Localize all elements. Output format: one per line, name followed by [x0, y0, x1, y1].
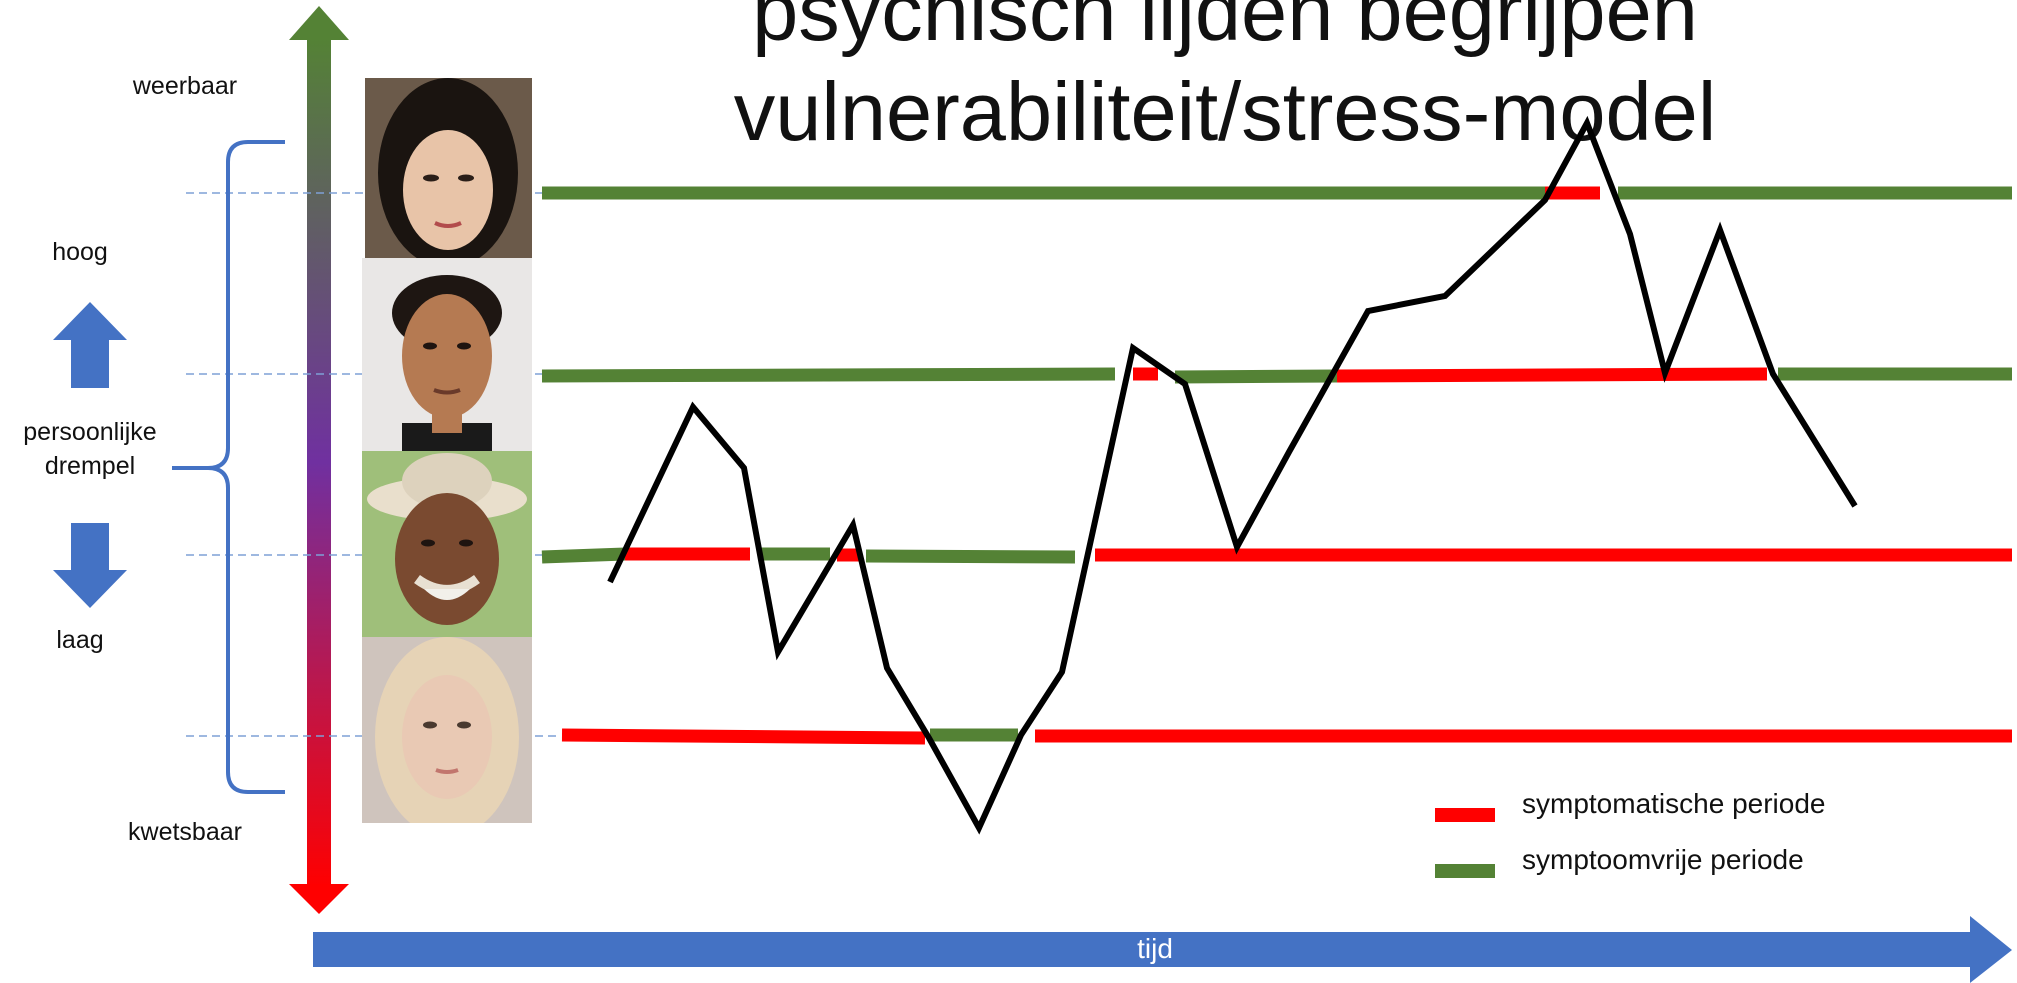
face-old-man-hat: [362, 451, 532, 637]
legend-label-symptomatic: symptomatische periode: [1522, 788, 1826, 819]
resilience-arrow-head-up: [289, 6, 349, 40]
left-eye: [423, 721, 437, 729]
row2-symptom-free-segment: [541, 367, 1116, 383]
left-eye: [421, 539, 435, 547]
label-vulnerable: kwetsbaar: [128, 818, 242, 846]
resilience-arrow-shaft: [307, 38, 331, 888]
stress-curve: [607, 115, 1858, 835]
row2-symptomatic-segment: [1336, 367, 1768, 383]
label-threshold-high: hoog: [52, 238, 108, 266]
time-axis-label: tijd: [1137, 933, 1173, 964]
mouth: [435, 768, 459, 774]
face-shape: [402, 294, 492, 418]
threshold-brace: [172, 140, 285, 794]
smile-teeth: [424, 589, 470, 600]
threshold-guide-lines: [186, 192, 560, 737]
left-eye: [423, 342, 437, 350]
label-resilient: weerbaar: [132, 72, 238, 100]
label-personal-threshold-line-1: persoonlijke: [23, 418, 157, 446]
mouth: [433, 388, 461, 395]
legend-label-symptom-free: symptoomvrije periode: [1522, 844, 1804, 875]
face-young-woman: [365, 78, 532, 258]
hat-crown: [402, 453, 492, 509]
face-shape: [403, 130, 493, 250]
resilience-vulnerability-arrow: [289, 6, 349, 914]
face-shape: [395, 493, 499, 625]
right-eye: [459, 539, 473, 547]
threshold-low-arrow-icon: [53, 523, 127, 608]
mouth: [434, 221, 462, 228]
label-threshold-low: laag: [56, 626, 104, 654]
face-blonde-woman: [362, 637, 532, 823]
right-eye: [457, 342, 471, 350]
neck-shape: [432, 408, 462, 433]
right-eye: [457, 721, 471, 729]
face-young-man: [362, 258, 532, 451]
face-shape: [402, 675, 492, 799]
right-eye: [458, 174, 474, 182]
slide-title-line-1: psychisch lijden begrijpen: [752, 0, 1698, 58]
row3-symptom-free-segment: [865, 549, 1076, 564]
threshold-high-arrow-icon: [53, 302, 127, 388]
label-personal-threshold-line-2: drempel: [44, 452, 136, 480]
vulnerability-arrow-head-down: [289, 884, 349, 914]
time-axis-arrow: [313, 916, 2012, 983]
row2-symptom-free-segment: [1174, 369, 1338, 384]
row3-symptom-free-segment: [541, 547, 626, 564]
row4-symptomatic-segment: [561, 728, 926, 745]
slide-title-line-2: vulnerabiliteit/stress-model: [733, 65, 1717, 158]
threshold-period-bars: [541, 186, 2012, 745]
left-eye: [423, 174, 439, 182]
